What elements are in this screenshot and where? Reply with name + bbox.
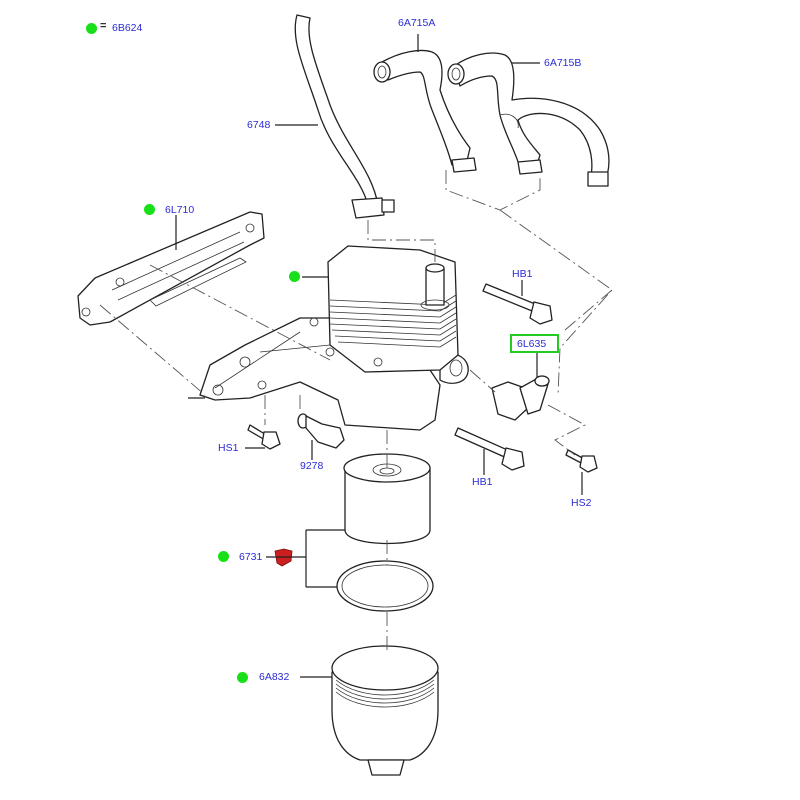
callout-6A715B[interactable]: 6A715B: [544, 57, 582, 69]
callout-6A715A[interactable]: 6A715A: [398, 17, 436, 29]
screw-HS1[interactable]: [247, 424, 281, 450]
marker-6A832-icon: [237, 672, 248, 683]
marker-6731-icon: [218, 551, 229, 562]
callout-6L635[interactable]: 6L635: [517, 338, 547, 350]
coolant-hose-6748[interactable]: [294, 14, 395, 219]
callout-6L710[interactable]: 6L710: [165, 204, 195, 216]
assembly-lines: [99, 170, 613, 650]
coolant-hose-6A715A[interactable]: [373, 49, 477, 173]
bolt-HB1-bottom[interactable]: [454, 427, 525, 471]
leader-lines: [175, 34, 583, 678]
legend-code[interactable]: 6B624: [112, 22, 143, 34]
oil-cooler[interactable]: [309, 245, 459, 373]
filter-cap-6A832[interactable]: [331, 645, 439, 776]
marker-6L710-icon: [144, 204, 155, 215]
callout-HS2[interactable]: HS2: [571, 497, 592, 509]
callout-6748[interactable]: 6748: [247, 119, 271, 131]
marker-oil-cooler-icon: [289, 271, 300, 282]
callout-HB1-top[interactable]: HB1: [512, 268, 533, 280]
callout-HS1[interactable]: HS1: [218, 442, 239, 454]
callout-9278[interactable]: 9278: [300, 460, 324, 472]
sensor-9278[interactable]: [297, 413, 345, 449]
legend-equals: =: [100, 20, 107, 32]
screw-HS2[interactable]: [565, 449, 598, 473]
bolt-HB1-top[interactable]: [482, 283, 553, 325]
oil-filter-housing[interactable]: [199, 317, 469, 431]
o-ring-seal[interactable]: [336, 560, 434, 612]
callout-HB1-bottom[interactable]: HB1: [472, 476, 493, 488]
gasket-6L710[interactable]: [77, 211, 265, 326]
callout-6731[interactable]: 6731: [239, 551, 263, 563]
sensor-6L635[interactable]: [491, 375, 550, 421]
highlight-box-6L635: [510, 334, 559, 353]
coolant-hose-6A715B[interactable]: [447, 52, 610, 187]
callout-6A832[interactable]: 6A832: [259, 671, 290, 683]
legend-marker-icon: [86, 23, 97, 34]
